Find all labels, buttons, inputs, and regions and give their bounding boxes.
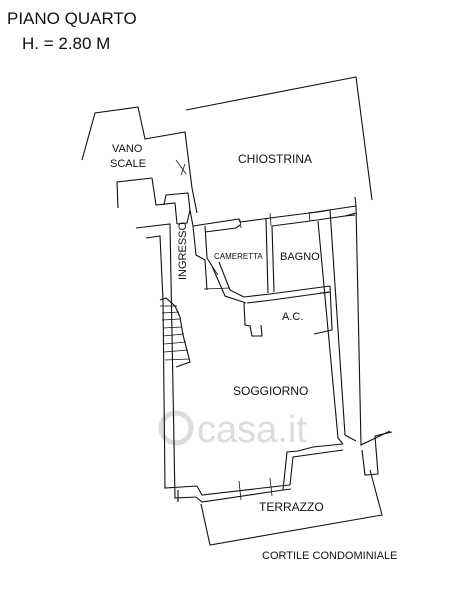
cortile-label: CORTILE CONDOMINIALE xyxy=(262,550,398,562)
terrazzo-label: TERRAZZO xyxy=(259,500,324,514)
vano-scale-label-line2: SCALE xyxy=(110,158,146,170)
courtyard-lines xyxy=(81,76,393,546)
staircase xyxy=(159,297,191,368)
window-marks xyxy=(238,212,311,501)
watermark: casa.it xyxy=(158,409,307,451)
vano-scale-label-line1: VANO xyxy=(112,143,143,155)
soggiorno-label: SOGGIORNO xyxy=(233,384,308,398)
bagno-label: BAGNO xyxy=(280,251,320,263)
cameretta-label: CAMERETTA xyxy=(214,252,263,261)
ingresso-label: INGRESSO xyxy=(177,221,189,280)
floor-height: H. = 2.80 M xyxy=(22,34,110,53)
floor-title: PIANO QUARTO xyxy=(7,9,137,28)
watermark-text: casa.it xyxy=(197,409,307,451)
apartment-walls xyxy=(135,177,357,503)
door-marks xyxy=(175,159,231,290)
watermark-logo-icon xyxy=(158,410,194,446)
ac-label: A.C. xyxy=(282,311,303,323)
chiostrina-label: CHIOSTRINA xyxy=(238,152,312,166)
